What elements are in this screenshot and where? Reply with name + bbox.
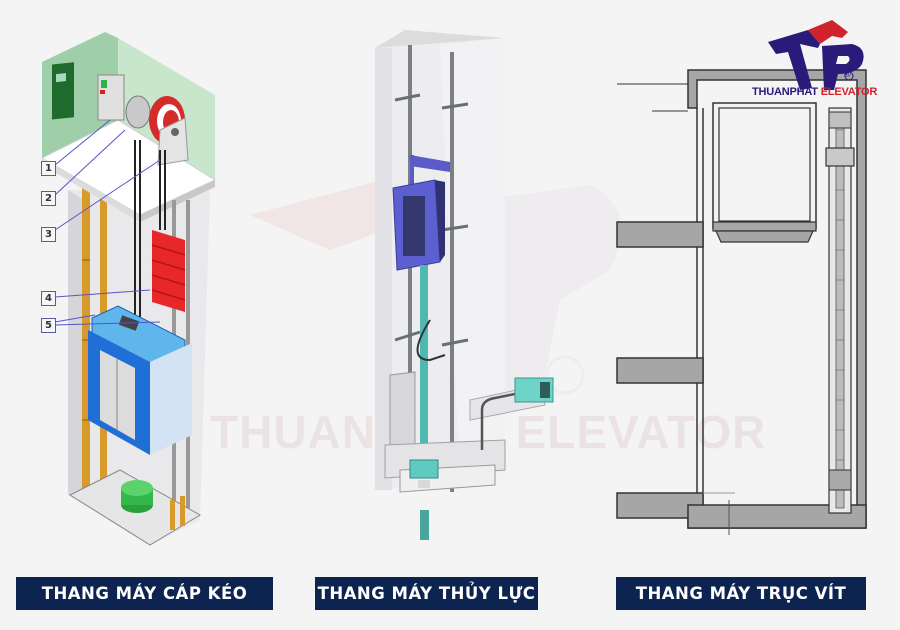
brand-name: THUANPHAT ELEVATOR [752,86,877,98]
callout-1: 1 [41,161,56,176]
callout-2: 2 [41,191,56,206]
brand-name-part2: ELEVATOR [820,86,878,98]
callout-3: 3 [41,227,56,242]
brand-logo-icon [768,20,864,90]
callout-4: 4 [41,291,56,306]
traction-elevator-diagram [40,32,217,546]
hydraulic-elevator-diagram [375,30,554,540]
label-traction-elevator: THANG MÁY CÁP KÉO [16,577,273,610]
callout-5: 5 [41,318,56,333]
label-hydraulic-elevator: THANG MÁY THỦY LỰC [315,577,538,610]
screw-drive-elevator-diagram [616,69,867,535]
label-screw-drive-elevator: THANG MÁY TRỤC VÍT [616,577,866,610]
brand-name-part1: THUANPHAT [752,86,821,98]
registered-mark: ® [843,70,852,80]
